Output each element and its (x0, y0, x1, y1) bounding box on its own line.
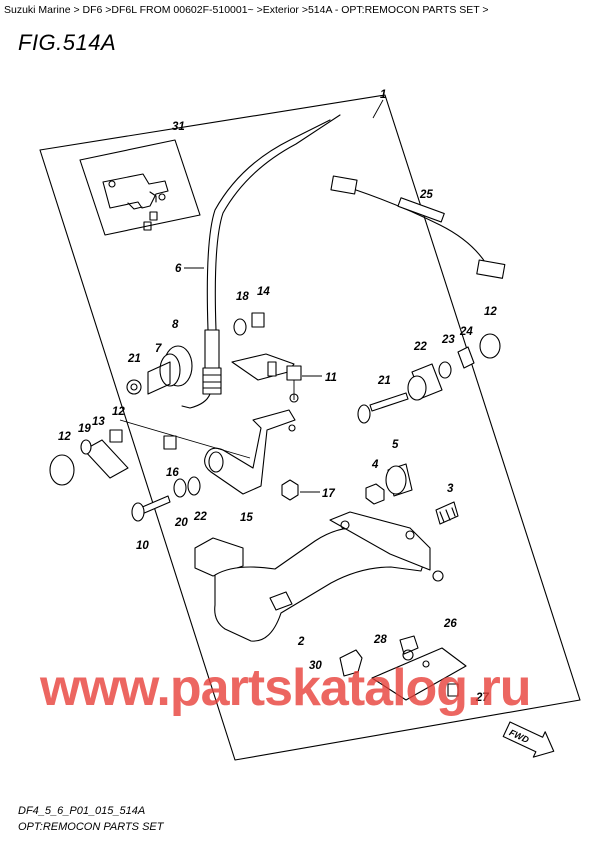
part-24-washer (438, 361, 452, 379)
callout-24: 23 (441, 334, 455, 346)
part-15-collar (163, 435, 177, 450)
callout-layer: 1 31 25 6 18 14 12 8 24 23 22 7 21 11 21… (58, 89, 497, 704)
callout-15: 16 (166, 467, 179, 479)
part-27-plate (371, 647, 467, 701)
callout-5: 5 (392, 439, 399, 451)
callout-7: 7 (155, 343, 162, 355)
part-12-ring-right (479, 333, 501, 359)
part-19-washer (80, 439, 92, 455)
callout-21-upper: 21 (127, 353, 141, 365)
part-21-washer (126, 379, 142, 395)
callout-9: 10 (136, 540, 149, 552)
callout-30: 30 (309, 660, 322, 672)
callout-22: 21 (377, 375, 391, 387)
watermark: www.partskatalog.ru (40, 659, 532, 717)
callout-19: 19 (78, 423, 91, 435)
part-11-leader-line (119, 419, 251, 459)
part-23-bushing (407, 363, 443, 401)
callout-2: 2 (297, 636, 305, 648)
callout-26: 25 (419, 189, 433, 201)
part-18-washer (233, 318, 247, 336)
figure-code: DF4_5_6_P01_015_514A (18, 805, 146, 817)
part-21-washer-lower (187, 476, 201, 496)
part-28-screw (447, 683, 459, 697)
part-3-stud (435, 501, 459, 525)
part-13-bracket (204, 409, 296, 495)
callout-29: 28 (373, 634, 387, 646)
callout-4: 4 (371, 459, 379, 471)
callout-6: 6 (175, 263, 182, 275)
callout-8: 8 (172, 319, 179, 331)
callout-11: 12 (112, 406, 125, 418)
part-10-bracket (231, 353, 302, 403)
part-29-clip (399, 635, 419, 661)
part-22-bolt (357, 392, 409, 424)
callout-13: 15 (240, 512, 253, 524)
fwd-arrow-icon: FWD (502, 721, 555, 758)
callout-23: 22 (413, 341, 427, 353)
callout-3: 3 (447, 483, 454, 495)
part-14-fitting (83, 429, 129, 479)
part-30-clip (339, 649, 363, 677)
callout-25: 24 (459, 326, 473, 338)
part-12-ring-left (49, 454, 75, 486)
part-5-spacer (385, 463, 413, 497)
callout-17: 17 (322, 488, 335, 500)
callout-12-right: 12 (484, 306, 497, 318)
callout-27: 26 (443, 618, 457, 630)
part-25-collar (457, 346, 475, 369)
part-31-inset (79, 139, 201, 236)
part-17-nut (281, 479, 299, 501)
part-9-bolt (131, 495, 171, 522)
assembly-frame (39, 94, 581, 761)
callout-16: 14 (257, 286, 270, 298)
callout-18: 18 (236, 291, 249, 303)
part-20-washer (173, 478, 187, 498)
breadcrumb[interactable]: Suzuki Marine > DF6 >DF6L FROM 00602F-51… (4, 4, 489, 16)
figure-caption: OPT:REMOCON PARTS SET (18, 821, 164, 833)
part-4-nut (365, 483, 385, 505)
callout-14: 13 (92, 416, 105, 428)
callout-20: 20 (174, 517, 188, 529)
figure-title: FIG.514A (18, 30, 117, 55)
part-26-harness (330, 175, 506, 279)
callout-10: 11 (325, 372, 337, 384)
callout-1: 1 (380, 89, 386, 101)
part-6-cable (181, 114, 341, 409)
callout-28: 27 (475, 692, 489, 704)
part-7-8-body (147, 345, 193, 395)
callout-12-left: 12 (58, 431, 71, 443)
callout-31: 31 (172, 121, 185, 133)
part-16-nut (251, 312, 265, 328)
callout-21-lower: 22 (193, 511, 207, 523)
part-2-bracket (194, 511, 444, 642)
